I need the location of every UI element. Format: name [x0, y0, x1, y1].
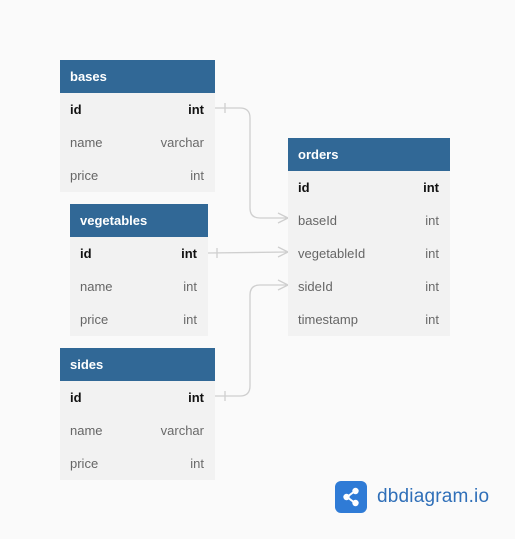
- column-type: int: [425, 246, 439, 261]
- column-type: varchar: [160, 423, 204, 438]
- column-name: baseId: [298, 213, 338, 228]
- column-name: name: [70, 423, 103, 438]
- column-row[interactable]: price int: [70, 303, 208, 336]
- column-name: price: [70, 456, 99, 471]
- table-bases[interactable]: bases id int name varchar price int: [60, 60, 215, 192]
- column-name: id: [80, 246, 92, 261]
- table-sides[interactable]: sides id int name varchar price int: [60, 348, 215, 480]
- column-type: int: [183, 312, 197, 327]
- table-header[interactable]: vegetables: [70, 204, 208, 237]
- column-row[interactable]: id int: [60, 381, 215, 414]
- brand-watermark[interactable]: dbdiagram.io: [335, 481, 489, 513]
- column-type: int: [425, 312, 439, 327]
- column-name: id: [70, 390, 82, 405]
- column-type: int: [188, 390, 204, 405]
- column-row[interactable]: sideId int: [288, 270, 450, 303]
- share-nodes-icon: [335, 481, 367, 513]
- column-row[interactable]: price int: [60, 447, 215, 480]
- column-name: timestamp: [298, 312, 358, 327]
- column-type: int: [188, 102, 204, 117]
- column-name: id: [298, 180, 310, 195]
- column-name: vegetableId: [298, 246, 366, 261]
- column-name: price: [80, 312, 109, 327]
- table-header[interactable]: bases: [60, 60, 215, 93]
- brand-name: dbdiagram.io: [377, 486, 490, 507]
- column-name: id: [70, 102, 82, 117]
- many-marker: [277, 246, 289, 258]
- column-row[interactable]: id int: [70, 237, 208, 270]
- column-type: int: [423, 180, 439, 195]
- table-vegetables[interactable]: vegetables id int name int price int: [70, 204, 208, 336]
- column-row[interactable]: name int: [70, 270, 208, 303]
- column-row[interactable]: timestamp int: [288, 303, 450, 336]
- column-row[interactable]: price int: [60, 159, 215, 192]
- column-row[interactable]: name varchar: [60, 414, 215, 447]
- column-name: name: [70, 135, 103, 150]
- table-header[interactable]: sides: [60, 348, 215, 381]
- many-marker: [277, 279, 289, 291]
- column-name: price: [70, 168, 99, 183]
- column-row[interactable]: name varchar: [60, 126, 215, 159]
- column-type: int: [425, 279, 439, 294]
- column-type: varchar: [160, 135, 204, 150]
- column-name: name: [80, 279, 113, 294]
- column-row[interactable]: id int: [60, 93, 215, 126]
- relationship-sides-orders: [215, 284, 288, 397]
- column-row[interactable]: id int: [288, 171, 450, 204]
- table-orders[interactable]: orders id int baseId int vegetableId int…: [288, 138, 450, 336]
- column-type: int: [190, 456, 204, 471]
- column-type: int: [181, 246, 197, 261]
- column-row[interactable]: baseId int: [288, 204, 450, 237]
- relationship-vegetables-orders: [207, 251, 289, 254]
- column-type: int: [183, 279, 197, 294]
- column-type: int: [425, 213, 439, 228]
- relationship-bases-orders: [215, 107, 288, 219]
- table-header[interactable]: orders: [288, 138, 450, 171]
- column-name: sideId: [298, 279, 333, 294]
- many-marker: [277, 212, 289, 224]
- column-type: int: [190, 168, 204, 183]
- column-row[interactable]: vegetableId int: [288, 237, 450, 270]
